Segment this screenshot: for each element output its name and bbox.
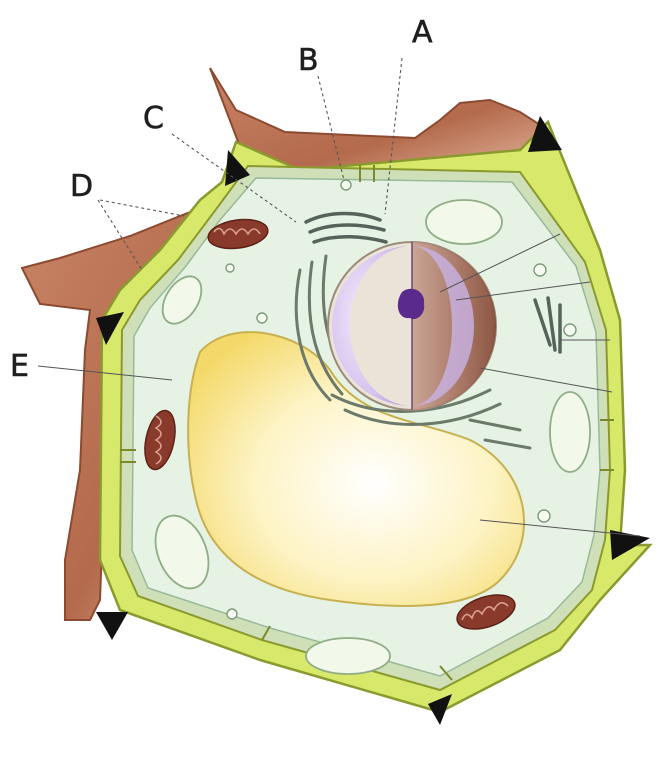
nucleus xyxy=(328,242,496,410)
nucleolus xyxy=(398,289,424,319)
label-c: C xyxy=(143,101,164,136)
label-d: D xyxy=(70,169,93,204)
label-a: A xyxy=(412,15,433,50)
label-b: B xyxy=(298,43,319,78)
label-e: E xyxy=(10,349,29,384)
